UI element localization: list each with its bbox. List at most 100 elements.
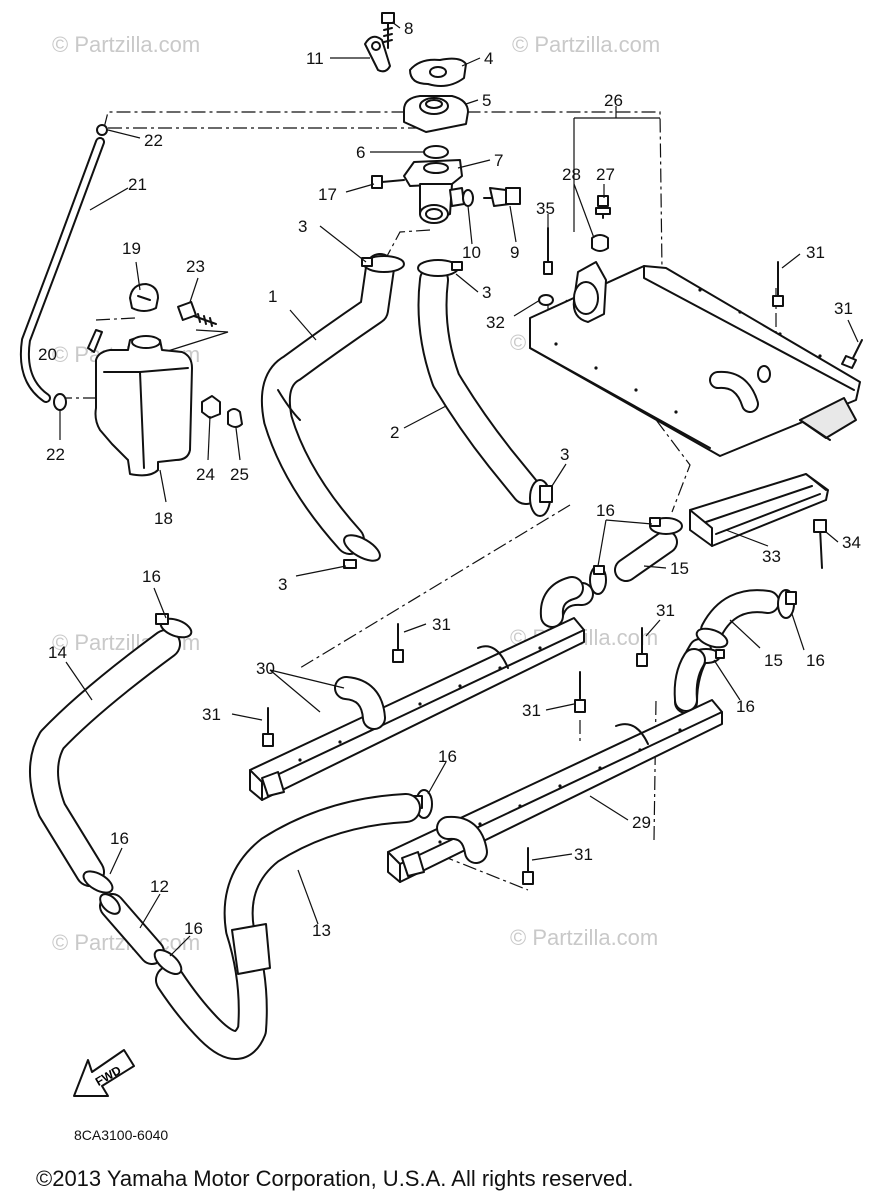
callout-24: 24 [196,465,215,484]
callout-25: 25 [230,465,249,484]
rivet [262,707,274,747]
hose-clamp [777,589,797,619]
watermark: © Partzilla.com [512,32,660,57]
callout-23: 23 [186,257,205,276]
callout-9: 9 [510,243,519,262]
callout-1: 1 [268,287,277,306]
callout-33: 33 [762,547,781,566]
callout-10: 10 [462,243,481,262]
radiator-hoses [260,253,553,569]
callout-3: 3 [560,445,569,464]
hose-clamp [695,627,729,649]
nut [591,234,609,252]
thermostat-housing [364,12,521,224]
hose-clamp [153,949,183,975]
washer [538,294,554,306]
rivet [522,847,534,885]
callout-13: 13 [312,921,331,940]
grommet [201,395,221,419]
hose-clip [96,124,108,136]
callout-27: 27 [596,165,615,184]
rivet [772,261,784,307]
bolt [177,301,217,327]
callout-16: 16 [438,747,457,766]
callout-22: 22 [46,445,65,464]
callout-31: 31 [834,299,853,318]
hose-14 [29,613,193,894]
callout-14: 14 [48,643,67,662]
callout-16: 16 [596,501,615,520]
callout-4: 4 [484,49,493,68]
rivet [543,227,553,275]
callout-35: 35 [536,199,555,218]
callout-labels: 1 2 3 3 3 3 4 5 6 7 8 9 10 11 12 13 14 1… [38,19,861,940]
rivet [841,339,863,369]
rivet [813,519,827,569]
coolant-reservoir [19,124,243,477]
callout-18: 18 [154,509,173,528]
callout-19: 19 [122,239,141,258]
callout-15: 15 [670,559,689,578]
callout-30: 30 [256,659,275,678]
callout-16: 16 [142,567,161,586]
callout-31: 31 [202,705,221,724]
heat-exchanger-cover [529,195,863,457]
callout-31: 31 [806,243,825,262]
callout-16: 16 [110,829,129,848]
copyright-notice: ©2013 Yamaha Motor Corporation, U.S.A. A… [36,1166,633,1191]
callout-16: 16 [184,919,203,938]
callout-31: 31 [432,615,451,634]
hose-clamp [649,517,683,535]
callout-26: 26 [604,91,623,110]
joint-pipe [99,893,165,965]
forward-arrow: FWD [73,1049,135,1097]
vent-tube [87,329,103,353]
callout-3: 3 [298,217,307,236]
callout-5: 5 [482,91,491,110]
temperature-sensor [483,187,521,207]
callout-20: 20 [38,345,57,364]
bolt [381,12,395,49]
watermark: © Partzilla.com [52,32,200,57]
hose-clamp [343,534,381,569]
gasket [409,57,467,87]
callout-3: 3 [482,283,491,302]
callout-7: 7 [494,151,503,170]
hose-clamp [82,870,114,894]
hose-clamp [155,613,193,639]
bleed-screw [595,195,611,219]
callout-32: 32 [486,313,505,332]
callout-6: 6 [356,143,365,162]
o-ring [423,145,449,159]
nut [227,408,243,428]
callout-17: 17 [318,185,337,204]
hose-clamp [417,259,463,277]
rivet [574,671,586,713]
radiator-bracket [689,473,829,547]
hose-sleeve [231,923,271,975]
callout-34: 34 [842,533,861,552]
callout-16: 16 [736,697,755,716]
callout-16: 16 [806,651,825,670]
washer [462,189,474,207]
callout-15: 15 [764,651,783,670]
leader-lines [59,21,859,957]
bolt [371,175,405,189]
diagram-code: 8CA3100-6040 [74,1127,168,1143]
hose-clamp [589,565,607,595]
hose-13 [153,793,421,1060]
callout-11: 11 [306,49,324,68]
callout-29: 29 [632,813,651,832]
hose-clamp [529,479,553,517]
callout-22: 22 [144,131,163,150]
callout-2: 2 [390,423,399,442]
callout-28: 28 [562,165,581,184]
callout-21: 21 [128,175,147,194]
rivet [636,627,648,667]
watermark: © Partzilla.com [510,925,658,950]
callout-3: 3 [278,575,287,594]
callout-8: 8 [404,19,413,38]
rivet [392,623,404,663]
callout-31: 31 [574,845,593,864]
